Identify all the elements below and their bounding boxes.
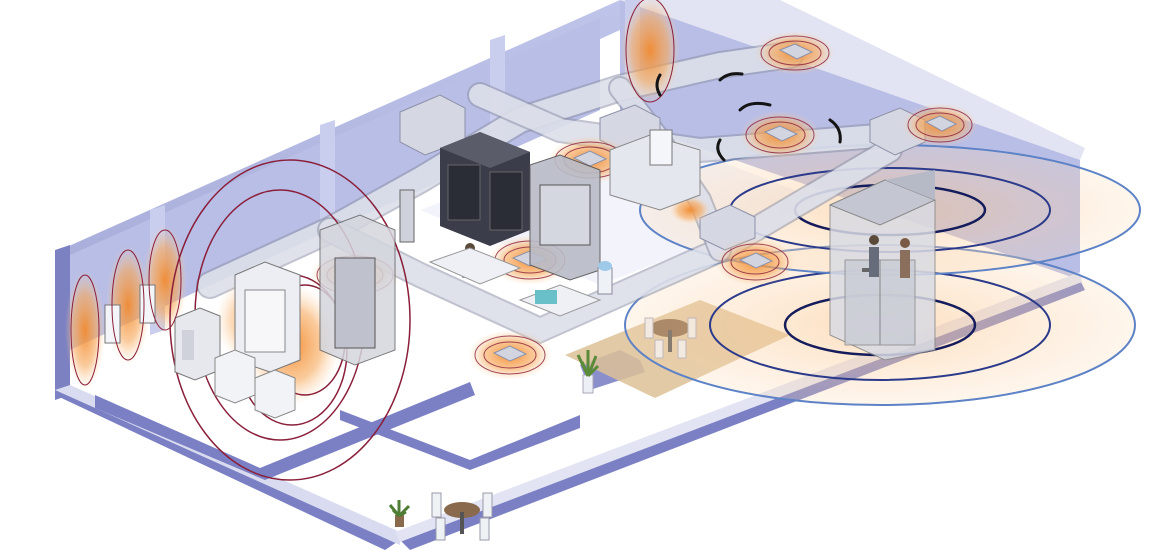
water-dispenser-icon [597, 261, 613, 295]
electrical-panel-icon [319, 189, 415, 366]
potted-plant-icon [388, 500, 411, 527]
ceiling-vent-icon [336, 43, 958, 362]
person-icon [869, 235, 879, 277]
front-wall-left [55, 390, 400, 550]
left-wall-cap [55, 245, 70, 400]
electrical-box [214, 349, 296, 419]
partition-divider-2 [320, 120, 335, 240]
switchgear-cabinet [174, 307, 221, 381]
potted-plant-icon [576, 350, 600, 394]
partition-corridor [340, 410, 580, 470]
person-icon [900, 238, 910, 278]
round-table-icon [431, 492, 493, 541]
transformer [234, 261, 301, 373]
lab-bench [609, 129, 701, 211]
elevator-icon [828, 170, 937, 361]
wireless-signal-icon [655, 72, 842, 162]
partition-electrical-room [95, 382, 475, 480]
lab-instrument [529, 154, 601, 281]
wall-panel-rings [70, 0, 675, 386]
office-desk [428, 247, 602, 317]
server-rack-icon [440, 132, 530, 246]
